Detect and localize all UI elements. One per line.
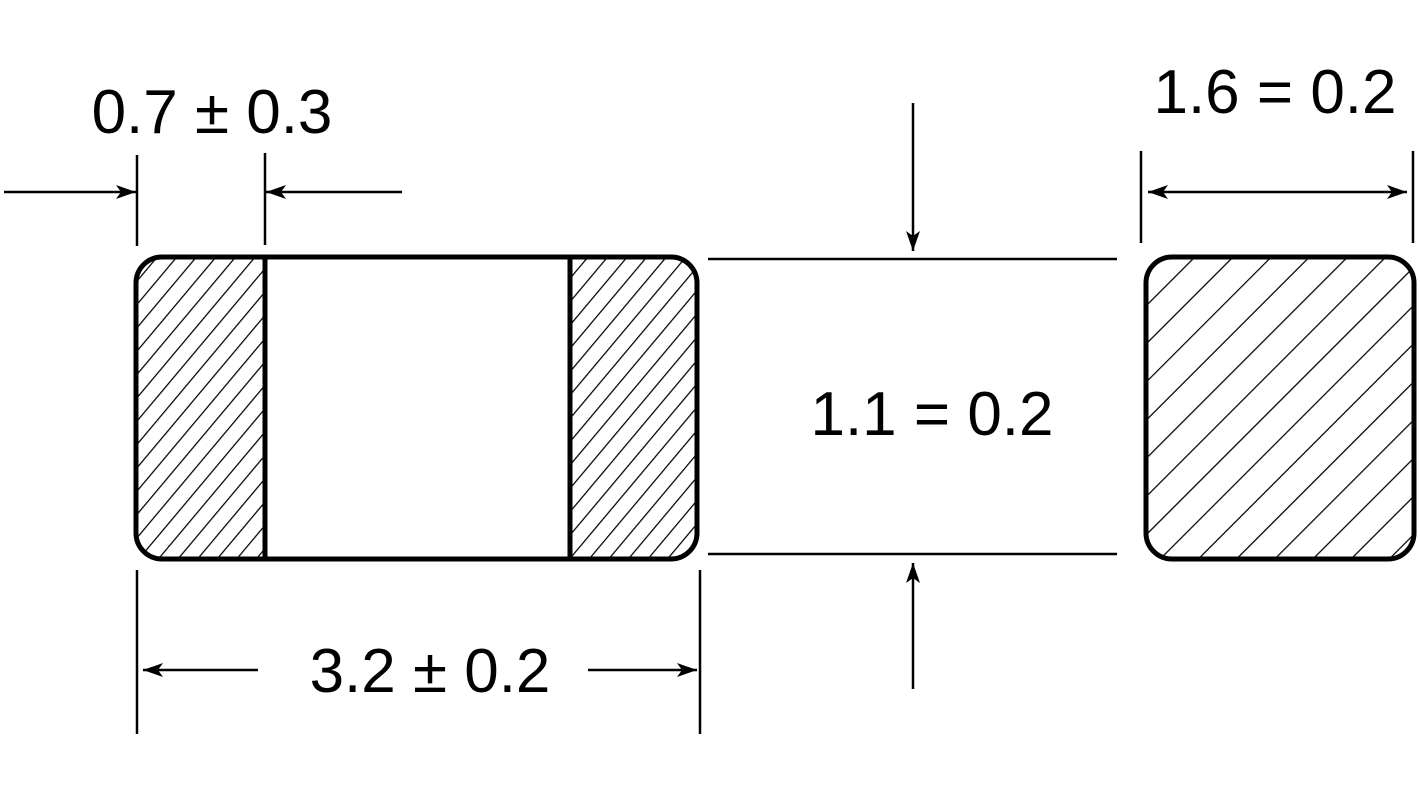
end-view-outline [1143,254,1417,562]
right-terminal-hatch [570,257,697,559]
thickness-dimension: 1.1 = 0.2 [708,103,1117,689]
length-dimension: 3.2 ± 0.2 [135,570,702,734]
length-label: 3.2 ± 0.2 [310,637,551,706]
top-view [133,254,700,562]
end-terminal-hatch [1146,257,1414,559]
width-label: 1.6 = 0.2 [1153,58,1396,127]
terminal-width-label: 0.7 ± 0.3 [92,78,333,147]
end-view [1143,254,1417,562]
left-terminal-hatch [136,257,265,559]
width-dimension: 1.6 = 0.2 [1139,58,1415,243]
component-body-outline [133,254,700,562]
thickness-label: 1.1 = 0.2 [810,380,1053,449]
terminal-width-dimension: 0.7 ± 0.3 [4,78,402,246]
